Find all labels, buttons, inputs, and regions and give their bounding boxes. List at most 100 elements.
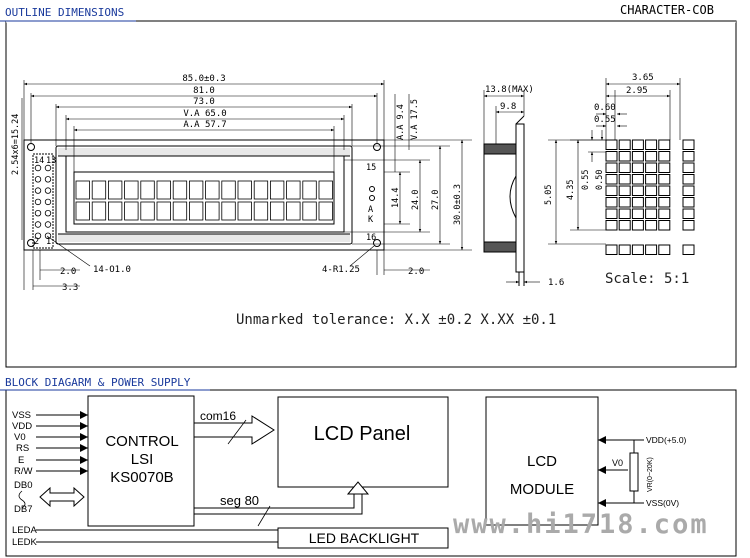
char-cell bbox=[91, 201, 107, 221]
control-lsi-box bbox=[87, 395, 195, 527]
mount-hole-br bbox=[373, 239, 381, 247]
next-char-dot bbox=[682, 174, 695, 185]
dot-cell bbox=[645, 208, 658, 219]
pin-hole bbox=[34, 209, 42, 217]
char-cell bbox=[237, 180, 252, 200]
bezel-outline bbox=[55, 145, 353, 245]
dim-0-60: 0.60 bbox=[594, 103, 616, 113]
block-frame bbox=[5, 389, 737, 557]
char-cell bbox=[108, 201, 123, 221]
pin-hole bbox=[44, 176, 52, 183]
signal-leda: LEDA bbox=[12, 525, 37, 536]
dot-cell bbox=[605, 197, 618, 208]
dot-cell bbox=[658, 208, 671, 219]
next-char-dot bbox=[682, 139, 695, 150]
char-cell bbox=[172, 180, 188, 200]
next-char-dot bbox=[682, 208, 695, 219]
dim-bezel-width: 73.0 bbox=[193, 97, 215, 107]
dot-cell bbox=[618, 151, 631, 162]
dot-cell bbox=[645, 185, 658, 196]
char-cell bbox=[156, 180, 171, 200]
led-backlight-box bbox=[277, 527, 449, 549]
char-cell bbox=[124, 180, 139, 200]
dim-3-65: 3.65 bbox=[632, 73, 654, 83]
watermark: www.hi1718.com bbox=[453, 509, 709, 540]
char-cell bbox=[140, 180, 155, 200]
dim-0-50v: 0.50 bbox=[595, 170, 605, 190]
dot-cell bbox=[645, 139, 658, 150]
signal-db7: DB7 bbox=[14, 504, 32, 515]
dim-0-55: 0.55 bbox=[594, 115, 616, 125]
signal-ledk: LEDK bbox=[12, 537, 37, 548]
char-cell bbox=[286, 180, 301, 200]
signal-rs: RS bbox=[16, 443, 29, 454]
cursor-dot bbox=[682, 244, 695, 255]
dot-cell bbox=[618, 174, 631, 185]
char-cell bbox=[253, 180, 269, 200]
pin-hole bbox=[34, 164, 42, 172]
char-cell bbox=[253, 201, 269, 221]
supply-vdd: VDD(+5.0) bbox=[646, 435, 687, 445]
signal-vss: VSS bbox=[12, 410, 31, 421]
char-cell bbox=[75, 201, 90, 221]
cursor-dot bbox=[658, 244, 671, 255]
pin-hole bbox=[34, 187, 42, 194]
dim-h-24-0: 24.0 bbox=[411, 190, 421, 210]
dim-offset-2-0-right: 2.0 bbox=[408, 267, 424, 277]
char-cell bbox=[156, 201, 171, 221]
dim-4-35: 4.35 bbox=[566, 180, 576, 200]
pin-hole bbox=[34, 198, 42, 206]
dim-pcb-hole-span: 81.0 bbox=[193, 86, 215, 96]
dim-2-95: 2.95 bbox=[626, 86, 648, 96]
dot-cell bbox=[605, 220, 618, 231]
section-title-block: BLOCK DIAGARM & POWER SUPPLY bbox=[5, 376, 191, 389]
char-cell bbox=[75, 180, 90, 200]
front-view bbox=[21, 80, 472, 290]
char-cell bbox=[205, 201, 220, 221]
dot-cell bbox=[618, 220, 631, 231]
dot-cell bbox=[605, 139, 618, 150]
lcd-module-box bbox=[485, 396, 599, 526]
char-cell bbox=[269, 201, 285, 221]
view-area bbox=[65, 149, 345, 233]
char-cell bbox=[140, 201, 155, 221]
pcb-outline bbox=[23, 139, 385, 251]
tolerance-note: Unmarked tolerance: X.X ±0.2 X.XX ±0.1 bbox=[236, 312, 557, 328]
pin-hole bbox=[44, 232, 52, 239]
dot-cell bbox=[631, 185, 644, 196]
dim-0-55v: 0.55 bbox=[581, 170, 591, 190]
char-cell bbox=[188, 180, 204, 200]
signal-v0: V0 bbox=[14, 432, 26, 443]
char-cell bbox=[188, 201, 204, 221]
char-cell bbox=[237, 201, 252, 221]
pin-label-1: 1 bbox=[46, 237, 51, 247]
dim-hole-diameter: 14-O1.0 bbox=[93, 265, 131, 275]
dot-cell bbox=[658, 185, 671, 196]
scale-label: Scale: 5:1 bbox=[605, 271, 690, 287]
led-label-a: A bbox=[368, 205, 373, 215]
dot-cell bbox=[618, 197, 631, 208]
char-cell bbox=[302, 180, 317, 200]
dot-cell bbox=[658, 151, 671, 162]
char-dot-matrix bbox=[605, 139, 695, 255]
dim-9-8: 9.8 bbox=[500, 102, 516, 112]
pin-label-2: 2 bbox=[34, 237, 39, 247]
pin-label-16: 16 bbox=[366, 233, 376, 243]
module-label-1: LCD bbox=[527, 453, 557, 470]
dot-cell bbox=[645, 174, 658, 185]
active-area bbox=[73, 171, 335, 225]
char-cell bbox=[91, 180, 107, 200]
char-cell bbox=[221, 201, 236, 221]
char-cell bbox=[302, 201, 317, 221]
dot-cell bbox=[658, 162, 671, 173]
dim-1-6: 1.6 bbox=[548, 278, 564, 288]
dim-h-14-4: 14.4 bbox=[391, 188, 401, 208]
led-label-k: K bbox=[368, 215, 374, 225]
char-cell-grid bbox=[75, 180, 333, 221]
dot-cell bbox=[618, 208, 631, 219]
dim-mount-holes: 4-R1.25 bbox=[322, 265, 360, 275]
dim-5-05: 5.05 bbox=[544, 185, 554, 205]
control-label-2: LSI bbox=[131, 451, 154, 468]
pin-label-14: 14 bbox=[34, 156, 44, 166]
pin-hole bbox=[44, 198, 52, 206]
